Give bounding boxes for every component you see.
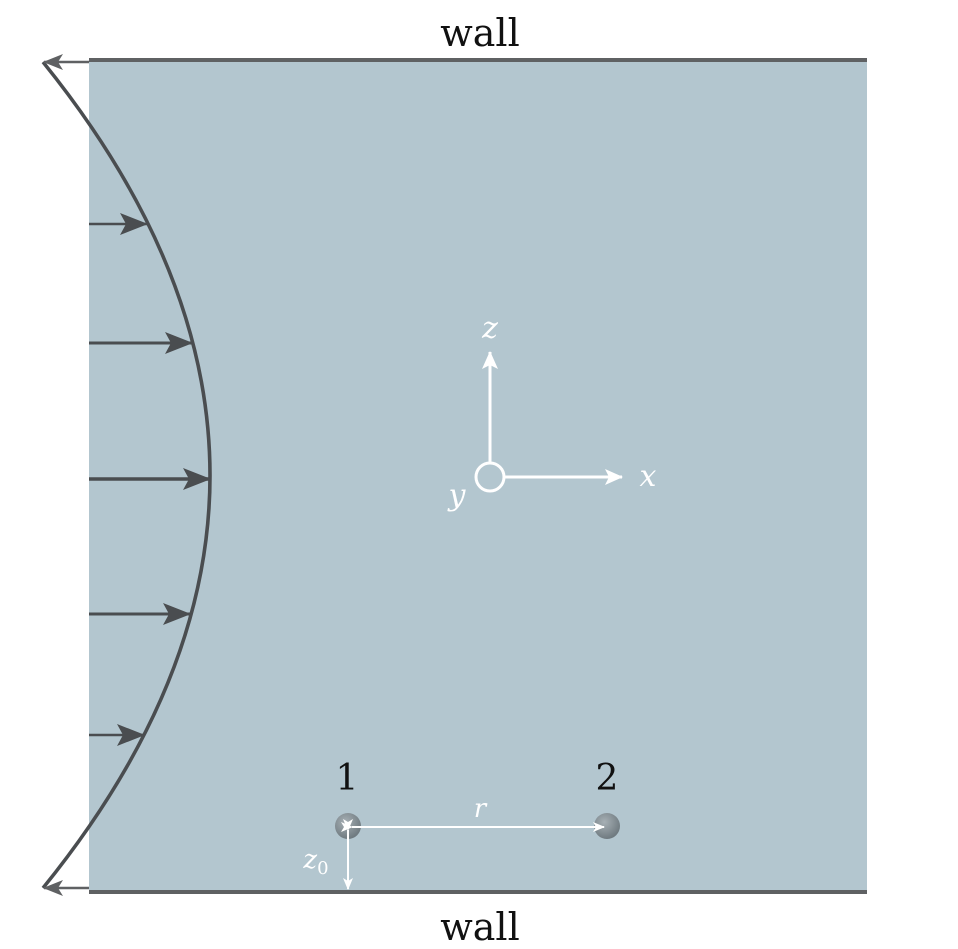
particle-1: 1 [335,758,361,839]
particle-2: 2 [594,758,620,839]
height-label-subscript: 0 [317,858,328,879]
coordinate-axes: z x y [447,311,657,513]
separation-label: r [474,794,488,824]
x-axis-label: x [640,459,657,494]
y-axis-out-of-plane-symbol [474,461,506,493]
height-label-base: z [302,845,317,875]
bottom-wall-label: wall [440,905,520,949]
top-wall-label: wall [440,11,520,55]
y-axis-label: y [447,478,467,513]
particle-1-label: 1 [336,758,359,799]
height-label: z0 [302,845,328,879]
channel-fluid [89,60,867,892]
z-axis-label: z [481,311,498,346]
particle-2-label: 2 [596,758,619,799]
